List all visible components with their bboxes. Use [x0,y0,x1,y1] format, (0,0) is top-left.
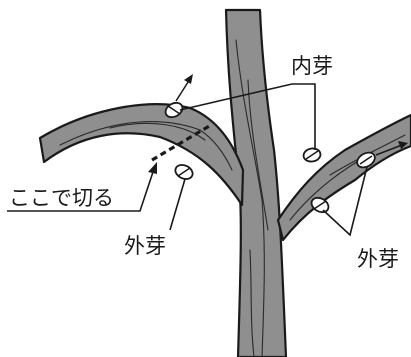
trunk [224,8,288,357]
leader-inner-bud [179,83,316,150]
bark-grain [249,249,255,357]
bark-grain [59,121,233,171]
outer-bud-label-left: 外芽 [124,234,166,258]
tree [38,8,411,357]
leader-cut-arrowhead [148,162,157,174]
inner-bud-label: 内芽 [291,54,333,78]
bud-inner-left [164,101,184,119]
leader-outer-right [322,166,368,237]
bud-inner-right [302,147,322,163]
right-branch [276,113,411,242]
bark-grain [109,122,206,141]
leader-cut [7,168,155,212]
bark-grain [235,39,265,357]
cut-here-label: ここで切る [9,186,114,210]
cut-line [151,123,212,162]
bark-grain [247,79,269,231]
bud-outer-right-upper [356,151,376,169]
left-branch [38,103,245,207]
outer-bud-label-right: 外芽 [357,247,399,271]
bark-grain [289,159,361,221]
bud-outer-left [174,164,194,180]
leader-outer-left [169,178,186,231]
growth-arrow-right [375,141,408,156]
growth-arrow-left [175,74,193,102]
bud-outer-right-lower [310,196,330,214]
